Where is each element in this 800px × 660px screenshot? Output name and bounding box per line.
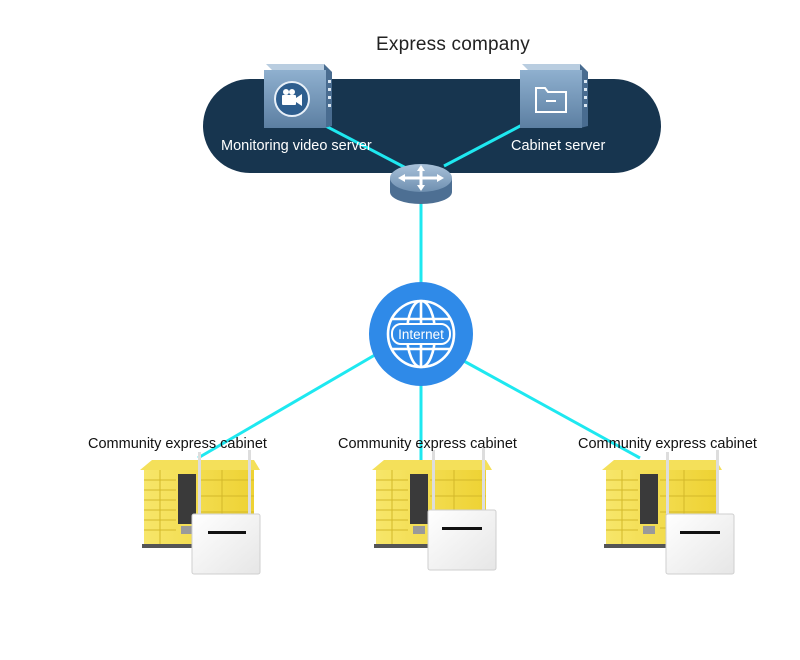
video-camera-icon	[274, 81, 310, 117]
cabinet-server[interactable]	[520, 64, 588, 128]
wireless-router	[427, 448, 497, 571]
cabinet-site-label: Community express cabinet	[338, 436, 517, 452]
cabinet-site-1[interactable]	[372, 448, 497, 571]
monitoring-video-server[interactable]	[264, 64, 332, 128]
wireless-router	[665, 450, 735, 575]
cabinet-site-label: Community express cabinet	[88, 436, 267, 452]
link-site-2	[461, 358, 641, 460]
link-site-0	[197, 350, 381, 460]
cabinet-site-0[interactable]	[140, 450, 261, 575]
cabinet-site-label: Community express cabinet	[578, 436, 757, 452]
internet-label: Internet	[398, 327, 444, 342]
router-icon[interactable]	[390, 164, 452, 204]
wireless-router	[191, 450, 261, 575]
network-links	[197, 120, 641, 460]
company-title: Express company	[376, 34, 531, 55]
internet-cloud[interactable]	[369, 282, 473, 386]
link-video-server	[317, 120, 407, 170]
link-cabinet-server	[443, 122, 525, 168]
folder-icon	[535, 87, 567, 113]
cabinet-server-label: Cabinet server	[511, 138, 606, 154]
video-server-label: Monitoring video server	[221, 138, 372, 154]
cabinet-site-2[interactable]	[602, 450, 735, 575]
